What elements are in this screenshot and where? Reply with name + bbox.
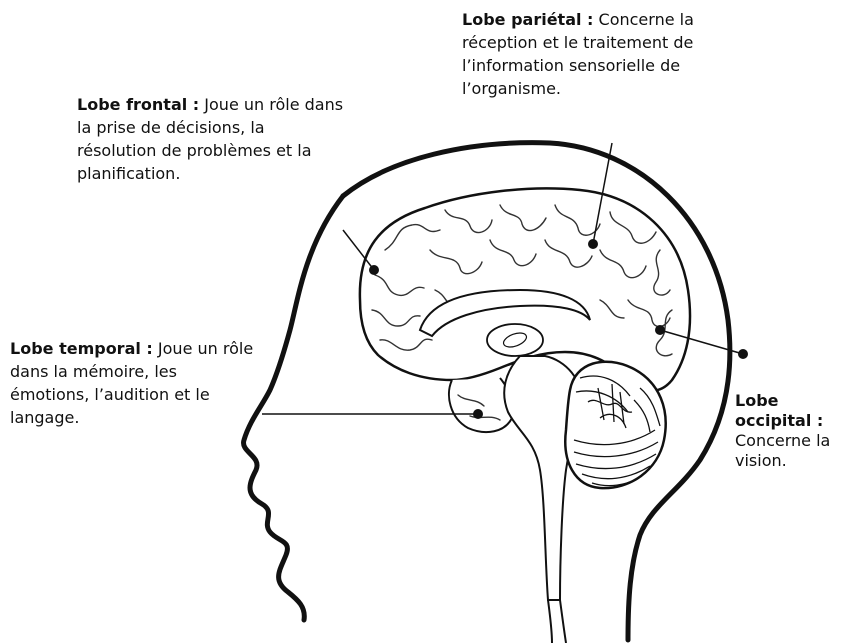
occipital-lobe-title-line2: occipital : <box>735 411 823 430</box>
temporal-lobe-title: Lobe temporal : <box>10 339 153 358</box>
frontal-lobe-label: Lobe frontal : Joue un rôle dans la pris… <box>77 93 347 185</box>
face-profile <box>244 196 343 620</box>
temporal-lobe-label: Lobe temporal : Joue un rôle dans la mém… <box>10 337 255 429</box>
occipital-lobe-description: Concerne la vision. <box>735 431 830 470</box>
temporal-region <box>449 378 513 432</box>
parietal-lobe-title: Lobe pariétal : <box>462 10 593 29</box>
thalamus <box>487 324 543 356</box>
spinal-cord <box>548 600 566 643</box>
cerebellum <box>565 362 665 488</box>
occipital-lobe-title-line1: Lobe <box>735 391 779 410</box>
frontal-lobe-title: Lobe frontal : <box>77 95 199 114</box>
parietal-lobe-label: Lobe pariétal : Concerne la réception et… <box>462 8 737 100</box>
